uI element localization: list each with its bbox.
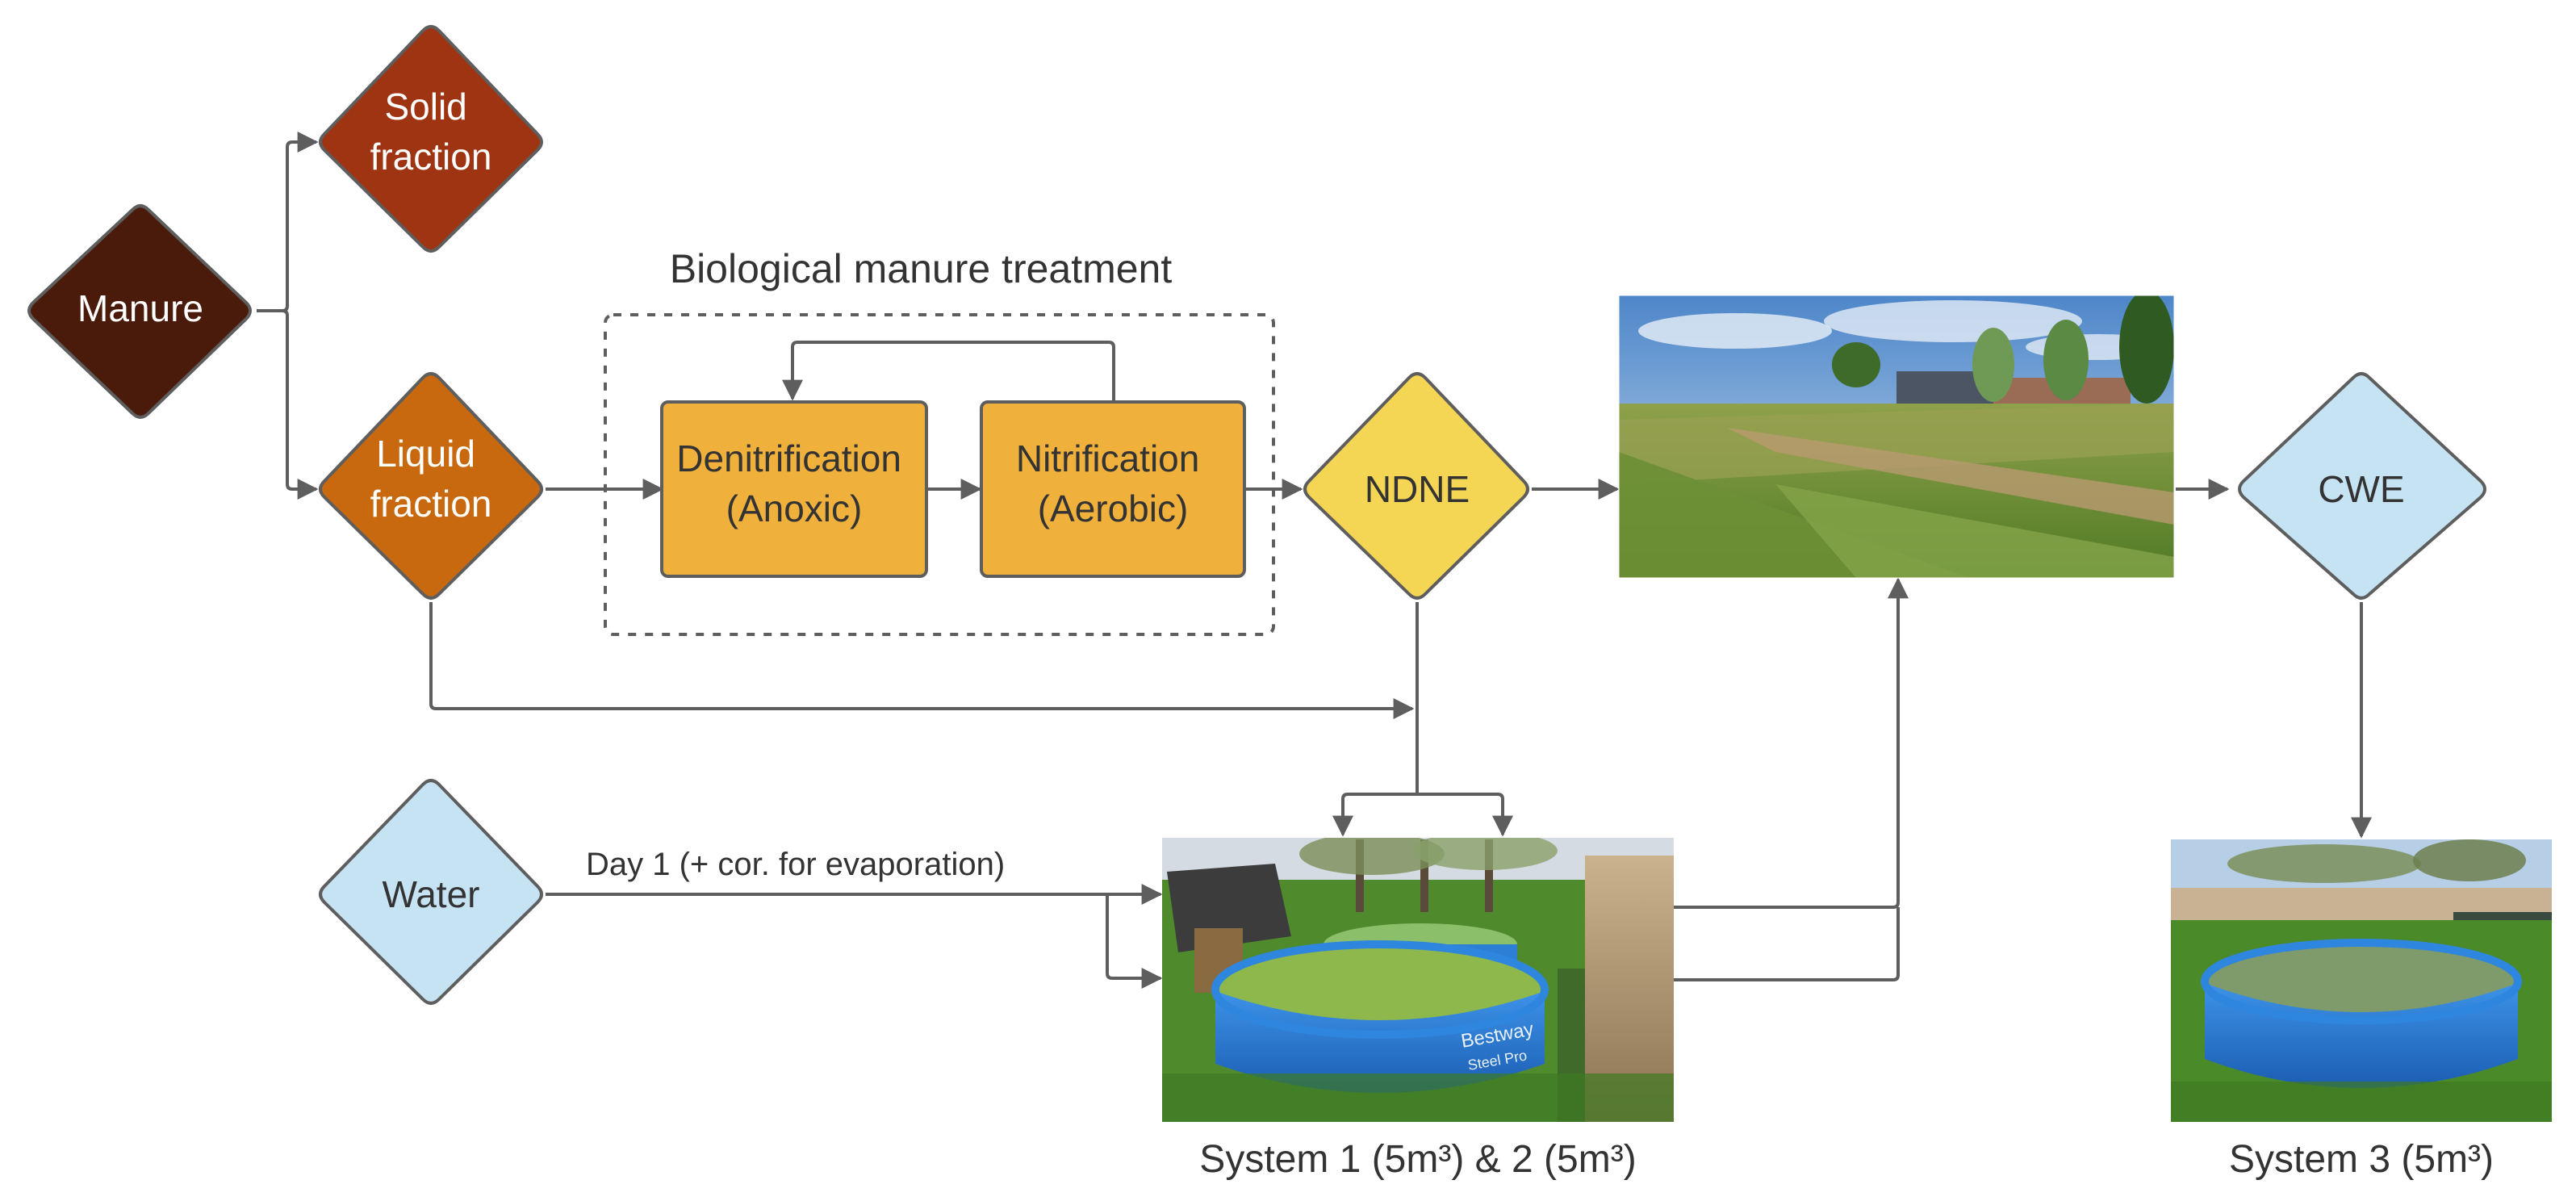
edge-tank2-wetland [1674, 907, 1900, 981]
node-denit-label: Denitrification (Anoxic) [676, 437, 911, 529]
bio-treatment-label: Biological manure treatment [670, 246, 1173, 291]
node-manure[interactable]: Manure [27, 204, 252, 419]
node-nitrification[interactable]: Nitrification (Aerobic) [980, 400, 1246, 578]
pool-tanks-photo: Bestway Steel Pro [1162, 838, 1674, 1122]
node-liquid-line2: fraction [370, 483, 492, 525]
constructed-wetland-photo [1618, 295, 2175, 579]
node-solid-line2: fraction [370, 136, 492, 178]
node-nit-line2: (Aerobic) [1038, 488, 1189, 529]
node-cwe[interactable]: CWE [2238, 372, 2486, 600]
node-denitrification[interactable]: Denitrification (Anoxic) [660, 400, 928, 578]
edge-manure-liquid [257, 309, 319, 500]
node-manure-label: Manure [77, 287, 203, 329]
node-ndne-label: NDNE [1365, 468, 1470, 510]
node-solid-label: Solid fraction [370, 86, 492, 178]
node-nit-label: Nitrification (Aerobic) [1016, 437, 1210, 529]
node-liquid-fraction[interactable]: Liquid fraction [319, 372, 543, 600]
edge-liquid-bypass [429, 602, 1415, 719]
node-liquid-line1: Liquid [376, 433, 475, 475]
system12-caption: System 1 (5m³) & 2 (5m³) [1199, 1138, 1636, 1181]
edge-split-tank1 [1332, 793, 1417, 837]
pool-tank-photo [2171, 839, 2552, 1122]
node-liquid-label: Liquid fraction [370, 433, 492, 525]
edge-split-tank2 [1417, 793, 1513, 837]
system3-caption: System 3 (5m³) [2229, 1138, 2494, 1181]
connectors [257, 132, 2372, 989]
node-cwe-label: CWE [2318, 468, 2404, 510]
node-denit-line1: Denitrification [676, 437, 901, 479]
bio-treatment-group [604, 313, 1275, 636]
water-flow-label: Day 1 (+ cor. for evaporation) [586, 847, 1005, 882]
node-solid-line1: Solid [384, 86, 466, 128]
node-solid-fraction[interactable]: Solid fraction [319, 25, 543, 253]
node-denit-line2: (Anoxic) [726, 488, 863, 529]
edge-manure-solid [257, 132, 319, 312]
edge-tank1-wetland [1674, 577, 1909, 909]
node-nit-line1: Nitrification [1016, 437, 1200, 479]
node-water[interactable]: Water [319, 779, 543, 1005]
node-water-label: Water [383, 873, 480, 915]
node-ndne[interactable]: NDNE [1303, 372, 1529, 600]
edge-water-tank2 [1106, 894, 1163, 989]
edge-recycle-loop [782, 341, 1115, 402]
